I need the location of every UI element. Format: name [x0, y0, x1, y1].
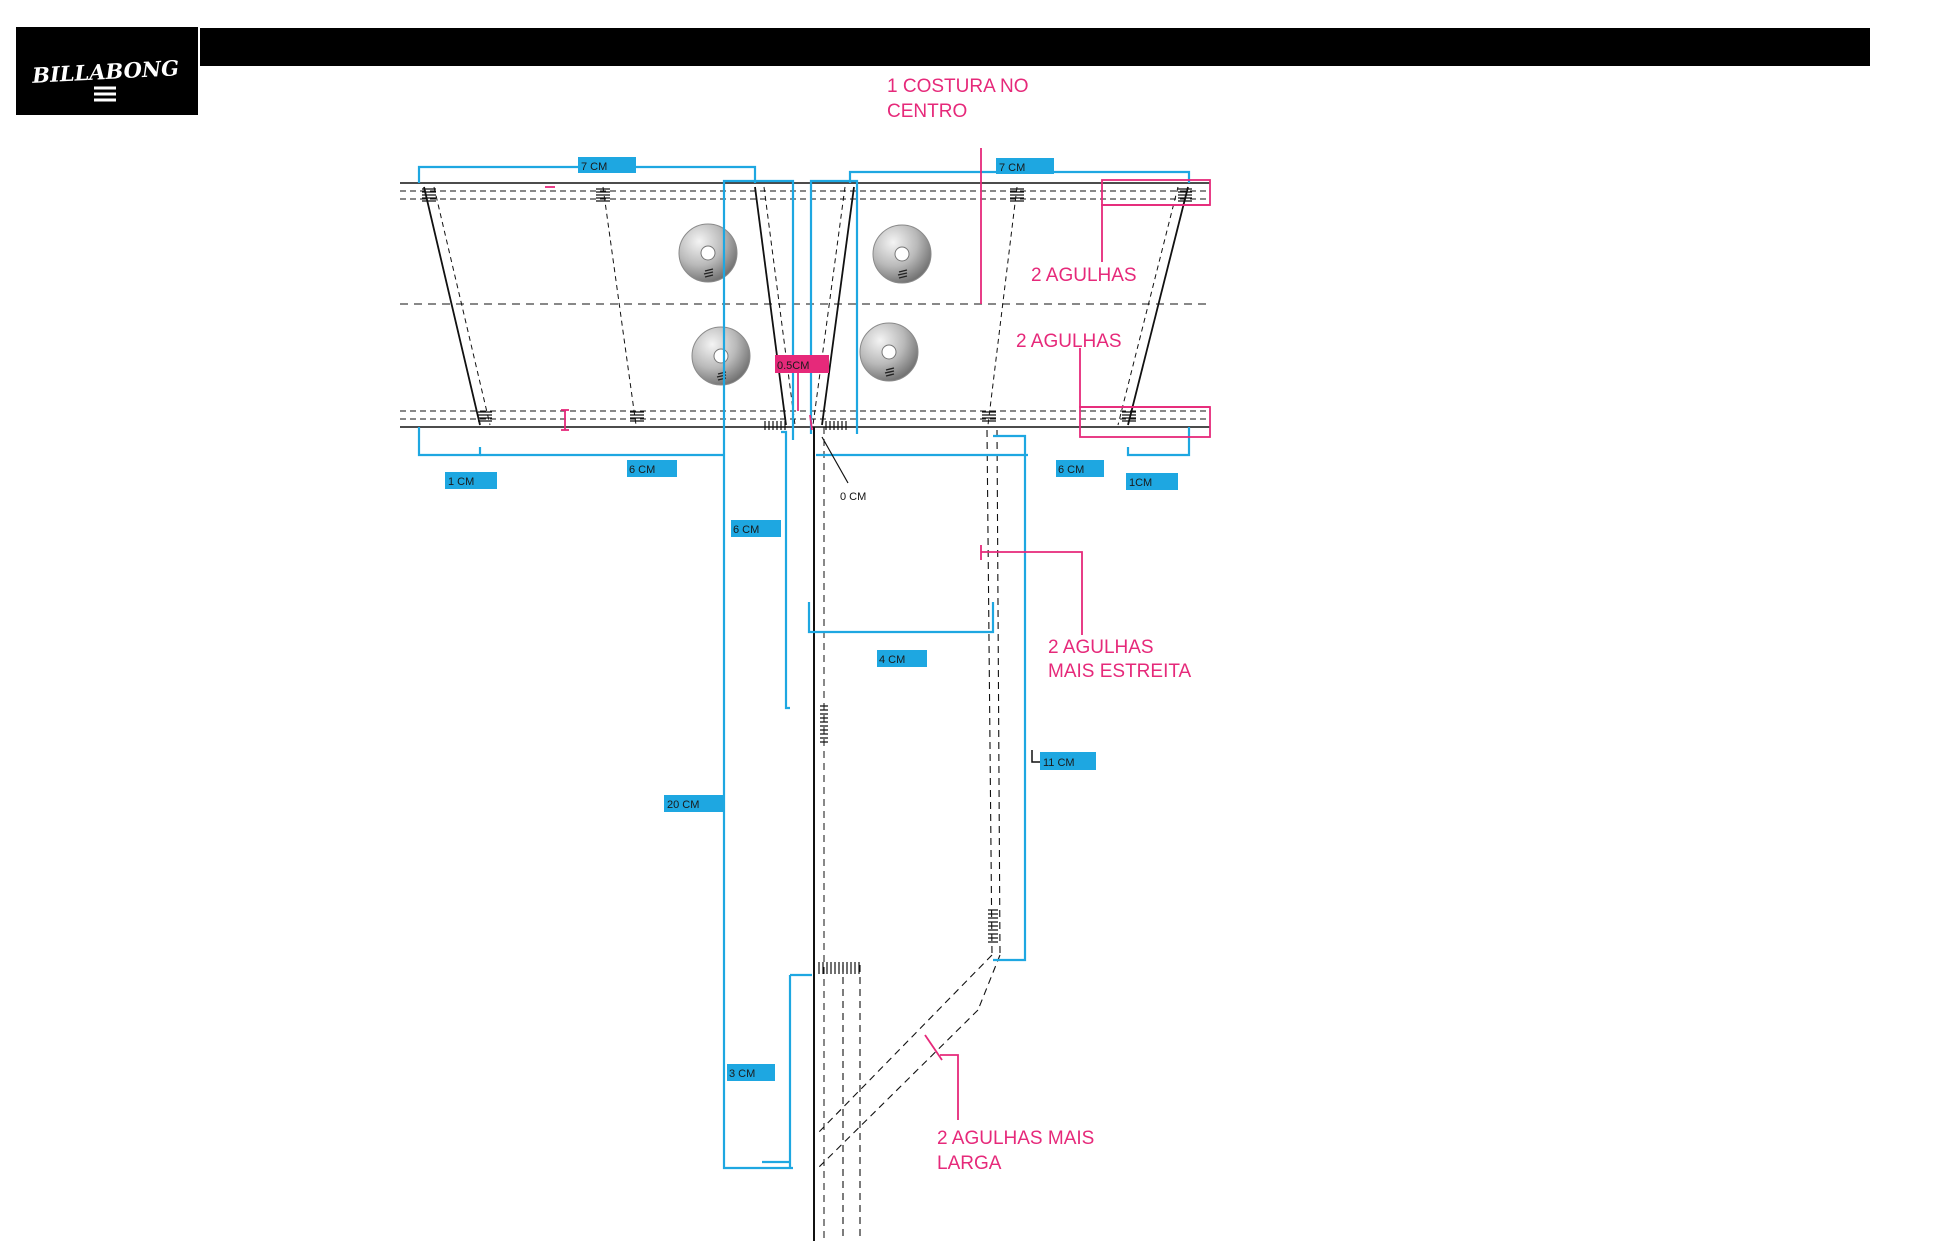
belt-loops — [423, 186, 1189, 426]
dim-label-zero: 0 CM — [840, 491, 866, 503]
dim-tag-center: 0.5CM — [775, 355, 829, 373]
dimension-brackets — [417, 165, 1191, 1170]
zero-leader — [821, 436, 849, 484]
bartacks — [422, 188, 1192, 430]
svg-text:20 CM: 20 CM — [667, 799, 699, 811]
note-two-needles-bottom: 2 AGULHAS — [1016, 331, 1122, 352]
svg-text:1CM: 1CM — [1129, 477, 1152, 489]
note-wide-1: 2 AGULHAS MAIS — [937, 1128, 1094, 1149]
header: BILLABONG — [16, 27, 1870, 115]
dim-tag-bottom-right-edge: 1CM — [1126, 473, 1178, 490]
dim-tag-bottom-height: 3 CM — [727, 1064, 775, 1081]
rivet-icon — [872, 224, 932, 284]
svg-text:7 CM: 7 CM — [581, 161, 607, 173]
note-center-seam-2: CENTRO — [887, 101, 967, 122]
rivet-icon — [691, 326, 751, 386]
header-bar — [200, 28, 1870, 66]
right-bracket-mark — [1031, 750, 1040, 763]
dimension-tags: 7 CM 7 CM 0.5CM 1 CM 6 CM 6 CM 1CM 6 CM … — [445, 157, 1178, 1081]
note-center-seam-1: 1 COSTURA NO — [887, 76, 1028, 97]
annotations: 1 COSTURA NO CENTRO 2 AGULHAS 2 AGULHAS … — [887, 76, 1192, 1174]
svg-text:6 CM: 6 CM — [1058, 464, 1084, 476]
dim-tag-bottom-left: 6 CM — [627, 460, 677, 477]
dim-tag-top-right: 7 CM — [996, 158, 1054, 174]
fly-stitching — [813, 427, 1001, 1241]
note-narrow-1: 2 AGULHAS — [1048, 637, 1154, 658]
svg-text:6 CM: 6 CM — [629, 464, 655, 476]
annotation-leaders — [545, 148, 1211, 1120]
dim-tag-top-left: 7 CM — [578, 157, 636, 173]
dim-tag-fly-width: 4 CM — [877, 650, 927, 667]
note-wide-2: LARGA — [937, 1153, 1002, 1174]
note-two-needles-top: 2 AGULHAS — [1031, 265, 1137, 286]
waistband-lines — [400, 182, 1210, 428]
note-narrow-2: MAIS ESTREITA — [1048, 661, 1192, 682]
rivet-icon — [859, 322, 919, 382]
svg-text:3 CM: 3 CM — [729, 1068, 755, 1080]
dim-tag-total-height: 20 CM — [664, 795, 724, 812]
svg-text:11 CM: 11 CM — [1043, 757, 1075, 769]
dim-tag-bottom-left-edge: 1 CM — [445, 472, 497, 489]
dim-tag-bottom-right: 6 CM — [1056, 460, 1104, 477]
svg-text:1 CM: 1 CM — [448, 476, 474, 488]
svg-text:7 CM: 7 CM — [999, 162, 1025, 174]
dim-tag-fly-height: 6 CM — [731, 520, 781, 537]
svg-text:0.5CM: 0.5CM — [777, 360, 809, 372]
rivet-icon — [678, 223, 738, 283]
svg-text:6 CM: 6 CM — [733, 524, 759, 536]
svg-text:4 CM: 4 CM — [879, 654, 905, 666]
dim-tag-right-height: 11 CM — [1040, 752, 1096, 770]
